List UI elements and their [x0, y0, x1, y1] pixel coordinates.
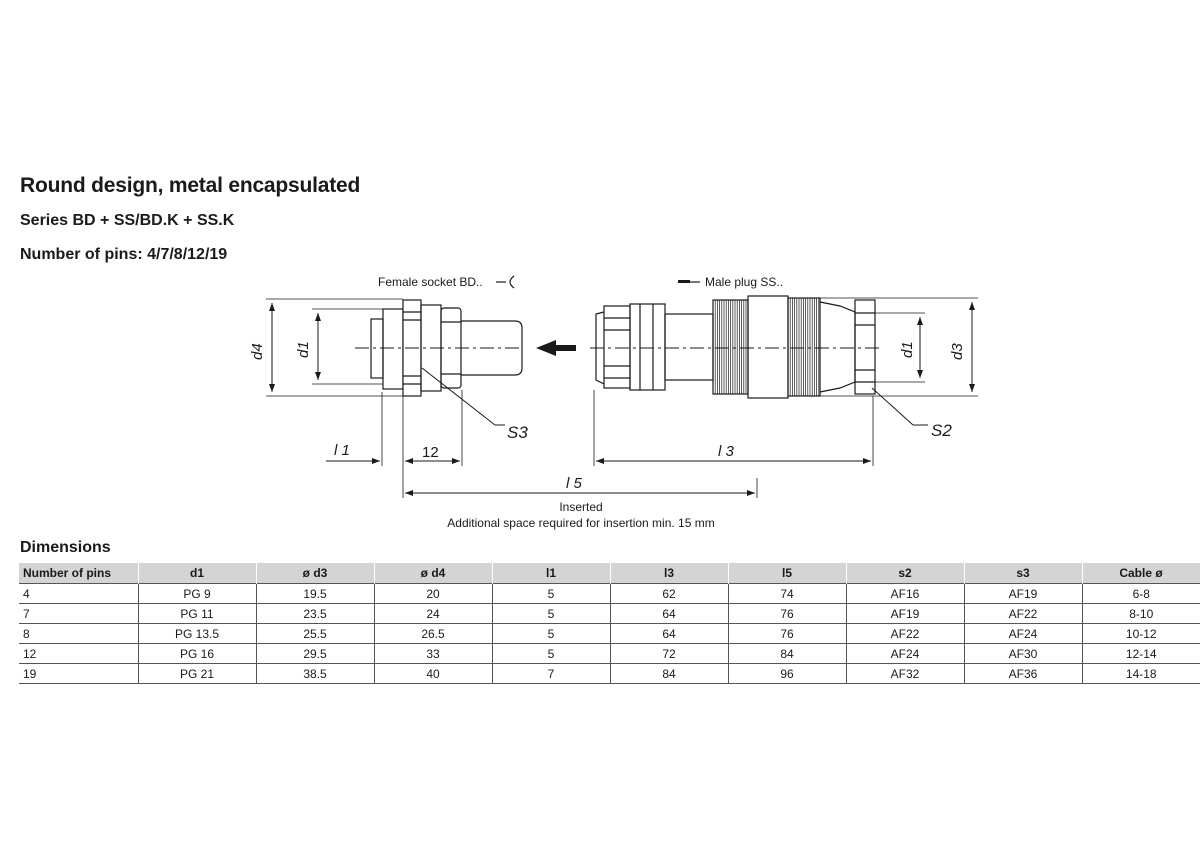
- column-header: ø d3: [256, 563, 375, 584]
- table-cell: PG 16: [138, 643, 257, 664]
- insertion-note: Additional space required for insertion …: [447, 516, 714, 530]
- table-cell: 6-8: [1082, 583, 1200, 604]
- table-cell: 84: [610, 663, 729, 684]
- table-cell: 38.5: [256, 663, 375, 684]
- table-cell: 26.5: [374, 623, 493, 644]
- table-cell: 64: [610, 623, 729, 644]
- male-plug-label: Male plug SS..: [705, 275, 783, 289]
- insertion-arrow-icon: [536, 340, 576, 356]
- table-cell: 19: [19, 663, 139, 684]
- table-cell: PG 9: [138, 583, 257, 604]
- table-cell: AF19: [846, 603, 965, 624]
- d1-right-label: d1: [899, 341, 916, 358]
- table-cell: 10-12: [1082, 623, 1200, 644]
- table-cell: 12: [19, 643, 139, 664]
- table-cell: 40: [374, 663, 493, 684]
- column-header: l5: [728, 563, 847, 584]
- table-cell: 19.5: [256, 583, 375, 604]
- dim-12-label: 12: [422, 444, 439, 461]
- column-header: s3: [964, 563, 1083, 584]
- table-cell: AF22: [964, 603, 1083, 624]
- table-cell: AF36: [964, 663, 1083, 684]
- l1-label: l 1: [334, 442, 350, 459]
- table-cell: 5: [492, 583, 611, 604]
- table-cell: 25.5: [256, 623, 375, 644]
- table-cell: 14-18: [1082, 663, 1200, 684]
- s2-label: S2: [931, 421, 952, 440]
- table-cell: AF32: [846, 663, 965, 684]
- table-cell: 7: [492, 663, 611, 684]
- pins-subtitle: Number of pins: 4/7/8/12/19: [20, 246, 228, 263]
- table-cell: 29.5: [256, 643, 375, 664]
- male-plug-outline: [595, 295, 876, 399]
- table-cell: 23.5: [256, 603, 375, 624]
- table-cell: AF19: [964, 583, 1083, 604]
- series-subtitle: Series BD + SS/BD.K + SS.K: [20, 212, 235, 229]
- female-socket-label: Female socket BD..: [378, 275, 483, 289]
- column-header: l3: [610, 563, 729, 584]
- table-cell: 12-14: [1082, 643, 1200, 664]
- d3-label: d3: [949, 343, 966, 360]
- l3-label: l 3: [718, 443, 735, 460]
- knurled-ring-hatching: [714, 298, 820, 396]
- l5-label: l 5: [566, 475, 583, 492]
- inserted-caption: Inserted: [559, 500, 602, 514]
- table-cell: 33: [374, 643, 493, 664]
- table-cell: AF24: [964, 623, 1083, 644]
- table-cell: 5: [492, 623, 611, 644]
- female-socket-symbol-icon: [496, 275, 515, 289]
- connector-drawing: Female socket BD.. Male plug SS.. d4 d1: [249, 275, 978, 530]
- column-header: s2: [846, 563, 965, 584]
- page-title: Round design, metal encapsulated: [20, 174, 361, 197]
- table-cell: 4: [19, 583, 139, 604]
- table-cell: 96: [728, 663, 847, 684]
- table-cell: 74: [728, 583, 847, 604]
- s3-label: S3: [507, 423, 528, 442]
- table-cell: 84: [728, 643, 847, 664]
- male-plug-symbol-icon: [678, 280, 700, 283]
- column-header: ø d4: [374, 563, 493, 584]
- d4-label: d4: [249, 343, 266, 360]
- table-cell: AF22: [846, 623, 965, 644]
- table-cell: PG 21: [138, 663, 257, 684]
- d1-left-label: d1: [295, 341, 312, 358]
- table-cell: 64: [610, 603, 729, 624]
- table-cell: AF16: [846, 583, 965, 604]
- table-cell: 8-10: [1082, 603, 1200, 624]
- table-cell: 5: [492, 643, 611, 664]
- table-cell: 8: [19, 623, 139, 644]
- column-header: d1: [138, 563, 257, 584]
- column-header: Cable ø: [1082, 563, 1200, 584]
- table-cell: PG 13.5: [138, 623, 257, 644]
- table-cell: 76: [728, 603, 847, 624]
- table-cell: AF24: [846, 643, 965, 664]
- table-cell: AF30: [964, 643, 1083, 664]
- table-cell: 5: [492, 603, 611, 624]
- table-cell: 72: [610, 643, 729, 664]
- column-header: Number of pins: [19, 563, 139, 584]
- table-cell: 76: [728, 623, 847, 644]
- table-cell: 24: [374, 603, 493, 624]
- table-cell: 20: [374, 583, 493, 604]
- dimensions-title: Dimensions: [20, 539, 111, 556]
- column-header: l1: [492, 563, 611, 584]
- table-cell: 7: [19, 603, 139, 624]
- table-cell: 62: [610, 583, 729, 604]
- table-cell: PG 11: [138, 603, 257, 624]
